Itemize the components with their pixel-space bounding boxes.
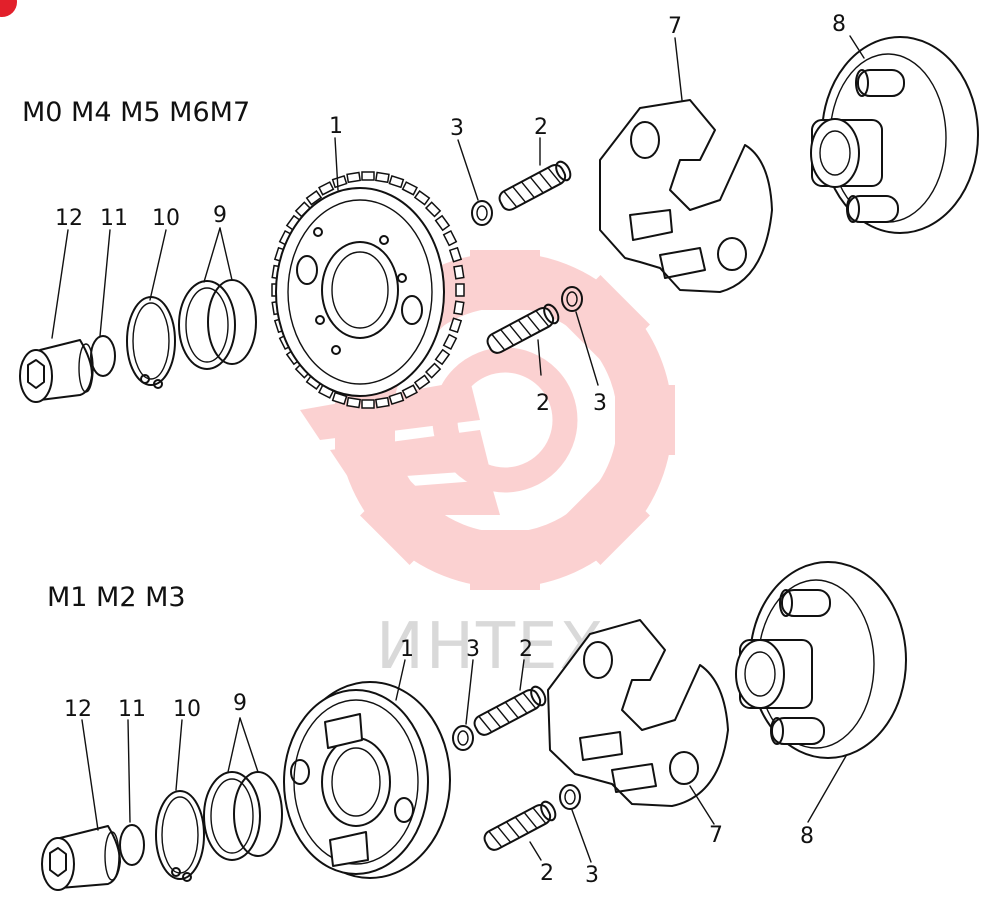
lower-part-9-rings [203,771,283,861]
gear-tooth [331,174,348,189]
gear-tooth [374,171,390,184]
gear-tooth [413,374,431,391]
lower-part-3-washer-a [452,725,474,751]
gear-tooth [401,384,418,399]
upper-label-11: 11 [100,206,128,231]
gear-tooth [453,300,465,316]
lower-part-8-plate [735,561,907,759]
lower-part-11-ring [119,824,145,866]
upper-part-2-spring-a [498,160,572,211]
lower-part-1-hub [283,681,451,879]
upper-part-11-ring [90,335,116,377]
upper-label-7: 7 [668,14,682,39]
gear-tooth [448,246,463,263]
upper-part-3-washer-a [471,200,493,226]
lower-label-9: 9 [233,691,247,716]
lower-part-12-sleeve [41,825,121,891]
gear-tooth [374,396,390,409]
gear-tooth [318,181,335,196]
lower-label-2a: 2 [519,637,533,662]
gear-tooth [388,174,405,189]
corner-mark [0,0,17,17]
gear-tooth [424,201,442,218]
upper-label-1: 1 [329,114,343,139]
upper-label-2a: 2 [534,115,548,140]
gear-tooth [401,181,418,196]
lower-part-2-spring-a [473,685,547,736]
gear-tooth [388,391,405,406]
gear-tooth [346,171,362,184]
gear-tooth [442,333,458,350]
upper-group-title: M0 M4 M5 M6M7 [22,97,250,128]
gear-tooth [305,189,323,206]
lower-label-1: 1 [400,637,414,662]
lower-label-11: 11 [118,697,146,722]
upper-part-10-circlip [126,296,176,389]
lower-label-8: 8 [800,824,814,849]
gear-tooth [361,399,375,409]
upper-leader-lines [51,35,865,386]
lower-group-title: M1 M2 M3 [47,582,186,613]
lower-label-3b: 3 [585,863,599,888]
gear-tooth [434,214,451,232]
lower-part-10-circlip [155,790,205,882]
upper-part-12-sleeve [19,339,94,403]
upper-label-8: 8 [832,12,846,37]
gear-tooth [453,264,465,280]
upper-label-9: 9 [213,203,227,228]
gear-tooth [455,283,465,297]
gear-tooth [361,171,375,181]
upper-part-2-spring-b [486,303,560,354]
upper-part-3-washer-b [561,286,583,312]
lower-label-10: 10 [173,697,201,722]
upper-part-7-claw [599,99,773,293]
upper-label-10: 10 [152,206,180,231]
gear-tooth [424,362,442,379]
gear-tooth [448,317,463,334]
lower-label-2b: 2 [540,861,554,886]
upper-part-1-gear [271,171,465,409]
upper-part-9-rings [178,279,257,370]
lower-part-3-washer-b [559,784,581,810]
upper-label-12: 12 [55,206,83,231]
upper-label-3a: 3 [450,116,464,141]
upper-label-3b: 3 [593,391,607,416]
lower-label-3a: 3 [466,637,480,662]
upper-part-8-plate [810,36,979,234]
gear-tooth [331,391,348,406]
upper-label-2b: 2 [536,391,550,416]
lower-part-2-spring-b [483,800,557,851]
lower-label-7: 7 [709,823,723,848]
gear-tooth [346,396,362,409]
gear-tooth [413,189,431,206]
lower-label-12: 12 [64,697,92,722]
lower-leader-lines [81,659,847,863]
lower-part-7-claw [547,619,729,807]
gear-tooth [434,348,451,366]
gear-tooth [442,230,458,247]
